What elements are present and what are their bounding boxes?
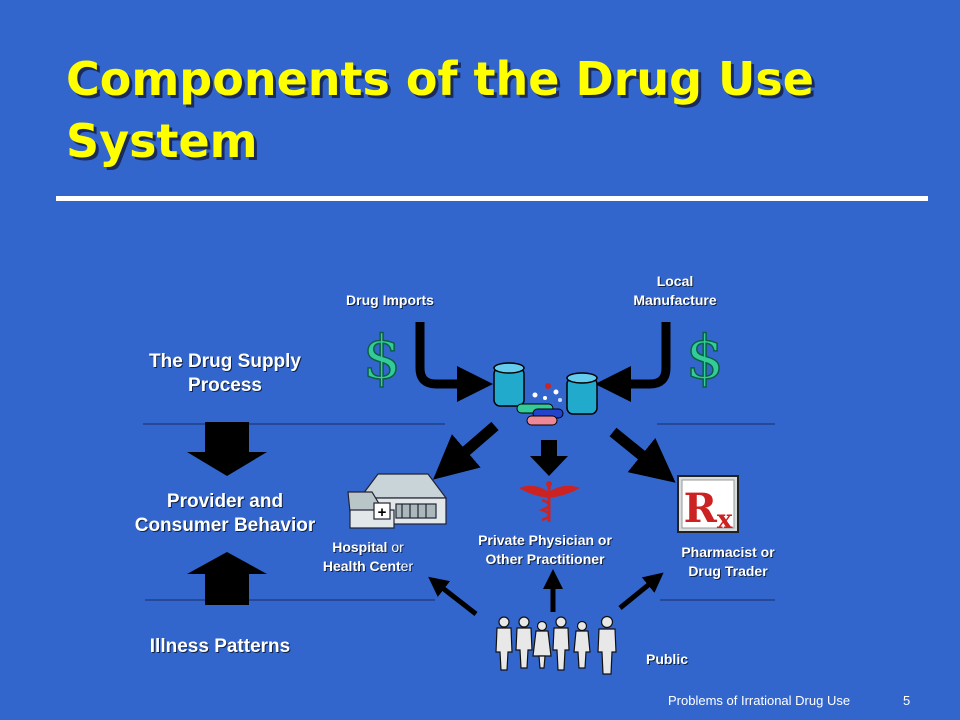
label-physician-line2: Other Practitioner bbox=[485, 551, 605, 567]
label-physician-line1: Private Physician or bbox=[478, 532, 612, 548]
arrow-drugs-to-physician bbox=[530, 440, 568, 476]
arrow-down-block bbox=[187, 422, 267, 476]
caduceus-icon bbox=[519, 481, 580, 522]
dollar-icon-left: $ bbox=[363, 323, 401, 393]
arrow-imports-to-drugs bbox=[415, 322, 493, 402]
label-public: Public bbox=[645, 651, 688, 667]
hospital-plus-icon: + bbox=[378, 504, 387, 521]
arrow-public-to-hospital bbox=[428, 576, 478, 616]
separator-lines bbox=[143, 423, 775, 601]
label-physician: Private Physician or Other Practitioner bbox=[455, 531, 635, 569]
drugs-icon bbox=[493, 362, 598, 426]
label-pharmacist-line1: Pharmacist or bbox=[681, 544, 775, 560]
label-health-center-suffix: er bbox=[400, 558, 414, 574]
rx-symbol: Rx bbox=[684, 485, 733, 535]
label-pharmacist: Pharmacist or Drug Trader bbox=[658, 543, 798, 581]
label-provider-line2: Consumer Behavior bbox=[134, 515, 316, 536]
arrow-manufacture-to-drugs bbox=[595, 322, 671, 402]
arrow-drugs-to-hospital bbox=[433, 421, 499, 480]
label-hospital: Hospital or Health Center bbox=[298, 538, 438, 576]
slide-title: Components of the Drug Use System bbox=[66, 52, 814, 168]
people-icon bbox=[495, 615, 617, 675]
label-hospital-or: or bbox=[387, 539, 404, 555]
dollar-icon-right: $ bbox=[686, 323, 724, 393]
label-pharmacist-line2: Drug Trader bbox=[688, 563, 768, 579]
hospital-icon: + bbox=[347, 473, 448, 529]
label-drug-supply: The Drug Supply Process bbox=[125, 350, 325, 398]
label-local-manufacture: Local Manufacture bbox=[610, 272, 740, 310]
footer-title: Problems of Irrational Drug Use bbox=[668, 693, 851, 708]
label-health-center: Health Cent bbox=[322, 558, 401, 574]
label-local-line2: Manufacture bbox=[633, 292, 717, 308]
label-drug-imports: Drug Imports bbox=[346, 292, 434, 308]
label-drug-supply-line1: The Drug Supply bbox=[149, 351, 301, 372]
title-underline bbox=[56, 196, 928, 201]
page-number: 5 bbox=[903, 693, 911, 708]
rx-icon: Rx bbox=[677, 475, 739, 535]
label-provider-behavior: Provider and Consumer Behavior bbox=[110, 490, 340, 538]
arrow-up-block bbox=[187, 552, 267, 605]
label-hospital-word: Hospital bbox=[332, 539, 388, 555]
label-drug-supply-line2: Process bbox=[188, 375, 262, 396]
label-provider-line1: Provider and bbox=[166, 491, 284, 512]
label-local-line1: Local bbox=[656, 273, 694, 289]
arrow-public-to-pharmacist bbox=[618, 572, 664, 610]
label-illness-patterns: Illness Patterns bbox=[149, 636, 291, 657]
arrow-drugs-to-pharmacist bbox=[609, 427, 676, 483]
